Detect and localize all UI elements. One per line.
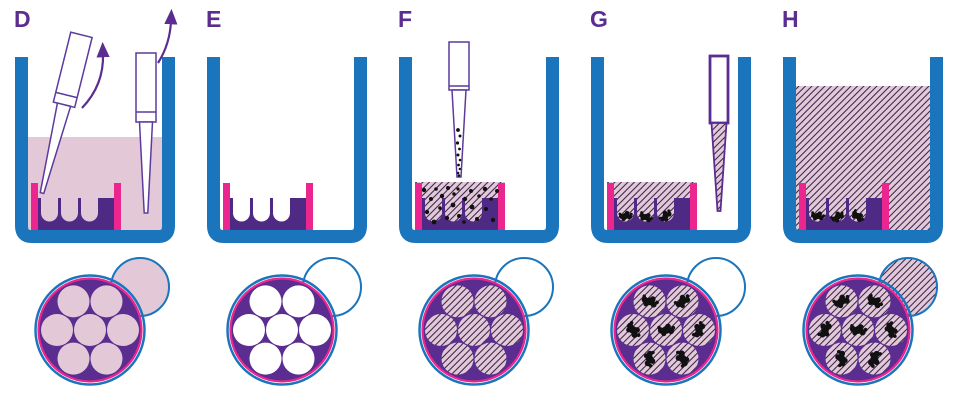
panel-h-drawing xyxy=(783,57,943,386)
panel-label: F xyxy=(398,6,413,32)
panel-f-drawing xyxy=(399,41,559,386)
dish-outline xyxy=(610,274,722,386)
panel-g-drawing xyxy=(591,54,751,386)
dish-outline xyxy=(418,274,530,386)
microwells-top-view xyxy=(41,285,139,375)
panel-e-drawing xyxy=(207,57,367,386)
cells-in-tip xyxy=(455,128,462,177)
top-view-dish xyxy=(418,257,554,386)
panel-d: D xyxy=(0,0,192,400)
cells-in-suspension xyxy=(421,186,499,225)
dish-outline xyxy=(34,274,146,386)
well xyxy=(591,57,751,243)
panel-label: G xyxy=(590,6,609,32)
top-view-dish xyxy=(802,257,938,386)
well xyxy=(783,57,943,243)
panel-e: E xyxy=(192,0,384,400)
pipette-icon xyxy=(708,54,730,212)
pipette-icon xyxy=(135,52,157,214)
panel-g: G xyxy=(576,0,768,400)
top-view-dish xyxy=(34,257,170,386)
panel-h: H xyxy=(768,0,960,400)
medium-liquid-full xyxy=(796,86,930,230)
panel-label: H xyxy=(782,6,800,32)
microwells-top-view xyxy=(233,285,331,375)
withdraw-arrow-icon xyxy=(81,41,110,109)
top-view-dish xyxy=(610,257,746,386)
pipette-icon xyxy=(39,31,94,195)
well xyxy=(207,57,367,243)
panel-label: E xyxy=(206,6,222,32)
well xyxy=(15,57,175,243)
microwells-top-view xyxy=(425,285,523,375)
dish-outline xyxy=(802,274,914,386)
microwell-insert xyxy=(223,183,313,230)
panel-d-drawing xyxy=(15,8,178,386)
panel-f: F xyxy=(384,0,576,400)
well xyxy=(399,57,559,243)
panel-label: D xyxy=(14,6,32,32)
withdraw-arrow-icon xyxy=(157,8,178,64)
pipette-icon xyxy=(448,41,470,178)
dish-outline xyxy=(226,274,338,386)
top-view-dish xyxy=(226,257,362,386)
